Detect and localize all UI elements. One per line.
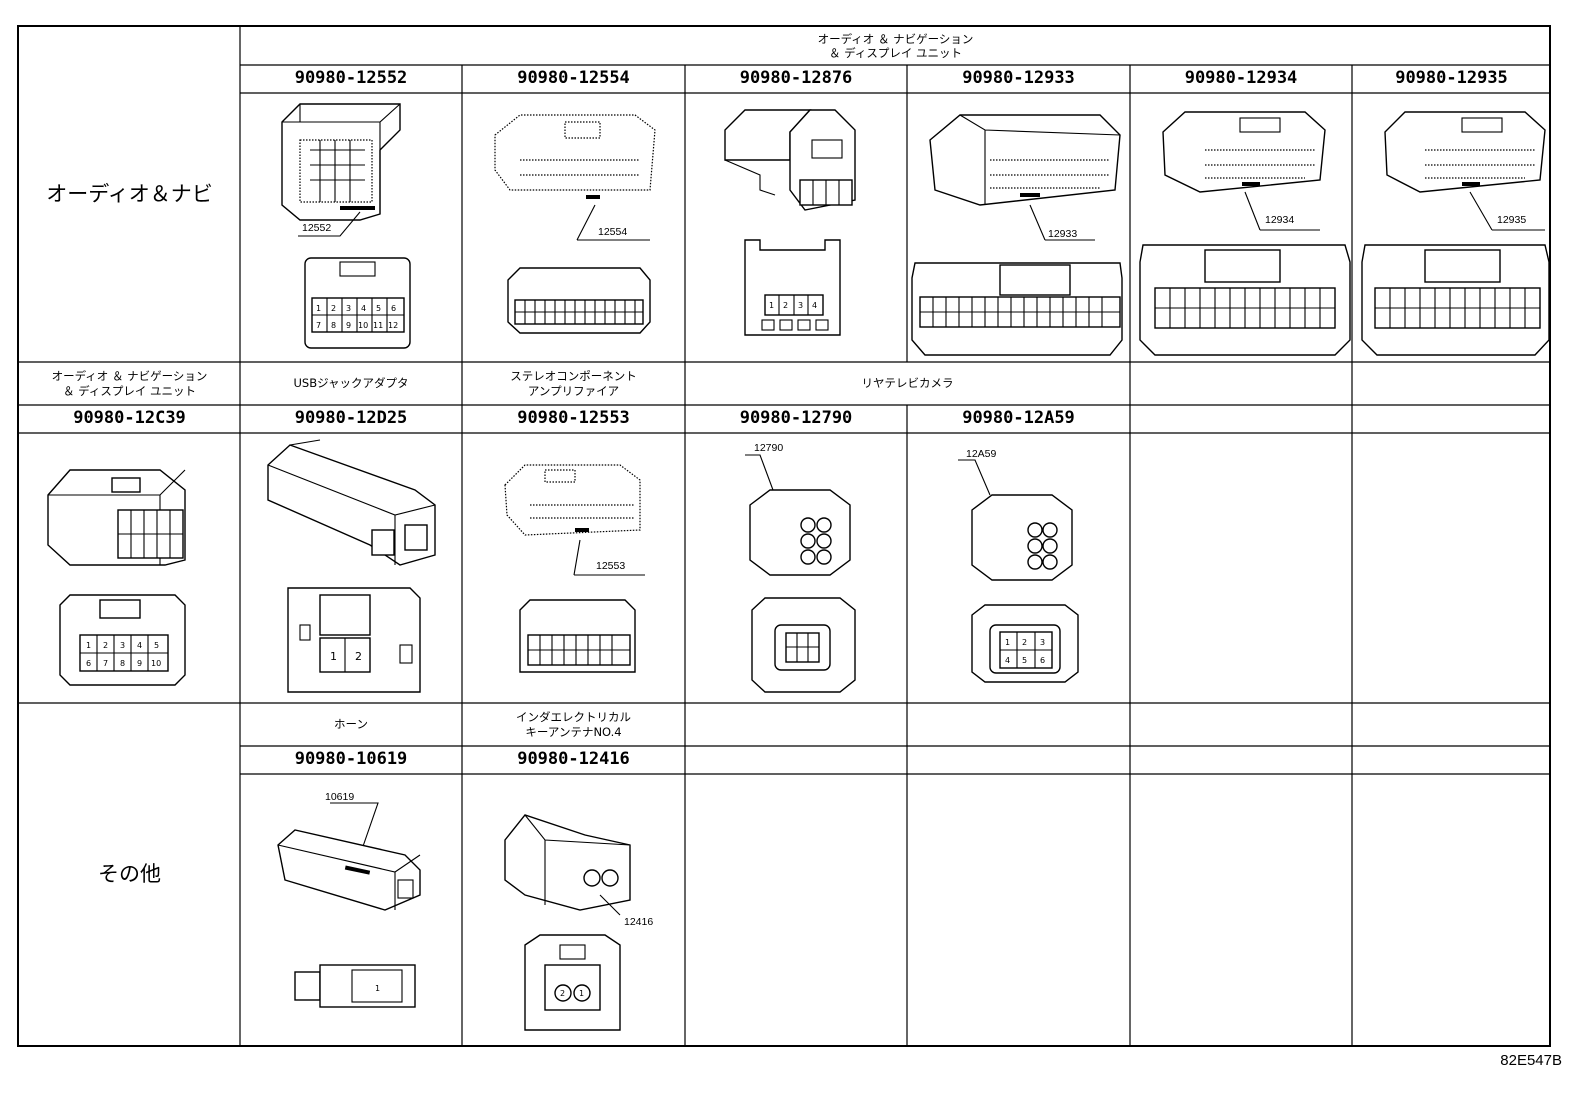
svg-text:10: 10 xyxy=(358,321,368,330)
header-audio-navi-display: オーディオ ＆ ナビゲーション ＆ ディスプレイ ユニット xyxy=(51,369,208,398)
part-number-12d25: 90980-12D25 xyxy=(294,408,408,429)
svg-text:1: 1 xyxy=(769,301,774,310)
svg-text:12: 12 xyxy=(388,321,398,330)
svg-text:10: 10 xyxy=(151,659,161,668)
figure-code: 82E547B xyxy=(1500,1052,1562,1069)
svg-text:3: 3 xyxy=(120,641,125,650)
category-other: その他 xyxy=(98,861,161,886)
connector-table xyxy=(17,25,1551,1047)
svg-text:5: 5 xyxy=(376,304,381,313)
svg-text:11: 11 xyxy=(373,321,383,330)
part-number-12790: 90980-12790 xyxy=(739,408,853,429)
svg-text:6: 6 xyxy=(1040,656,1045,665)
svg-text:1: 1 xyxy=(1005,638,1010,647)
connector-12933-drawing xyxy=(911,114,1123,356)
callout-12416: 12416 xyxy=(624,916,654,928)
svg-text:3: 3 xyxy=(346,304,351,313)
connector-10619-drawing: 1 xyxy=(277,802,421,1008)
svg-text:8: 8 xyxy=(331,321,336,330)
part-number-12a59: 90980-12A59 xyxy=(962,408,1075,429)
svg-text:2: 2 xyxy=(560,989,565,998)
svg-text:2: 2 xyxy=(783,301,788,310)
part-number-12935: 90980-12935 xyxy=(1395,68,1508,89)
callout-12934: 12934 xyxy=(1265,214,1295,226)
callout-12790: 12790 xyxy=(754,442,784,454)
part-number-10619: 90980-10619 xyxy=(294,749,408,770)
svg-text:5: 5 xyxy=(154,641,159,650)
callout-10619: 10619 xyxy=(325,791,355,803)
part-number-12934: 90980-12934 xyxy=(1184,68,1298,89)
svg-text:8: 8 xyxy=(120,659,125,668)
svg-text:7: 7 xyxy=(316,321,321,330)
svg-text:1: 1 xyxy=(330,650,337,663)
connector-12935-drawing xyxy=(1361,111,1550,356)
svg-text:1: 1 xyxy=(316,304,321,313)
svg-text:1: 1 xyxy=(579,989,584,998)
svg-text:1: 1 xyxy=(86,641,91,650)
svg-text:9: 9 xyxy=(137,659,142,668)
callout-12933: 12933 xyxy=(1048,228,1078,240)
svg-text:4: 4 xyxy=(361,304,366,313)
svg-text:4: 4 xyxy=(812,301,817,310)
callout-12553: 12553 xyxy=(596,560,626,572)
svg-text:2: 2 xyxy=(331,304,336,313)
svg-text:4: 4 xyxy=(1005,656,1010,665)
part-number-12554: 90980-12554 xyxy=(517,68,630,89)
connector-12934-drawing xyxy=(1139,111,1351,356)
part-number-12416: 90980-12416 xyxy=(517,749,630,770)
connector-12c39-drawing: 1 2 3 4 5 6 7 8 9 10 xyxy=(47,469,186,686)
connector-12790-drawing xyxy=(745,454,856,693)
callout-12935: 12935 xyxy=(1497,214,1527,226)
part-number-12553: 90980-12553 xyxy=(517,408,630,429)
part-number-12c39: 90980-12C39 xyxy=(73,408,186,429)
svg-text:9: 9 xyxy=(346,321,351,330)
header-stereo-amplifier: ステレオコンポーネント アンプリファイア xyxy=(510,369,637,398)
connector-12553-drawing xyxy=(504,464,645,673)
svg-text:3: 3 xyxy=(1040,638,1045,647)
svg-text:6: 6 xyxy=(391,304,396,313)
svg-text:7: 7 xyxy=(103,659,108,668)
svg-text:3: 3 xyxy=(798,301,803,310)
svg-text:2: 2 xyxy=(103,641,108,650)
svg-text:1: 1 xyxy=(375,984,380,993)
callout-12552: 12552 xyxy=(302,222,332,234)
svg-text:4: 4 xyxy=(137,641,142,650)
part-number-12933: 90980-12933 xyxy=(962,68,1075,89)
part-number-12876: 90980-12876 xyxy=(739,68,853,89)
header-key-antenna: インダエレクトリカル キーアンテナNO.4 xyxy=(516,710,631,739)
callout-12a59: 12A59 xyxy=(966,448,997,460)
svg-text:5: 5 xyxy=(1022,656,1027,665)
header-horn: ホーン xyxy=(334,717,368,732)
part-number-12552: 90980-12552 xyxy=(294,68,408,89)
category-audio-navi: オーディオ＆ナビ xyxy=(46,182,213,207)
header-rear-tv-camera: リヤテレビカメラ xyxy=(861,376,954,391)
svg-text:2: 2 xyxy=(355,650,362,663)
svg-text:2: 2 xyxy=(1022,638,1027,647)
connector-12554-drawing xyxy=(494,114,656,334)
svg-text:6: 6 xyxy=(86,659,91,668)
connector-12a59-drawing: 1 2 3 4 5 6 xyxy=(958,459,1079,683)
callout-12554: 12554 xyxy=(598,226,628,238)
group-header-audio-navi-display: オーディオ ＆ ナビゲーション ＆ ディスプレイ ユニット xyxy=(817,31,974,60)
header-usb-jack-adapter: USBジャックアダプタ xyxy=(293,376,409,391)
